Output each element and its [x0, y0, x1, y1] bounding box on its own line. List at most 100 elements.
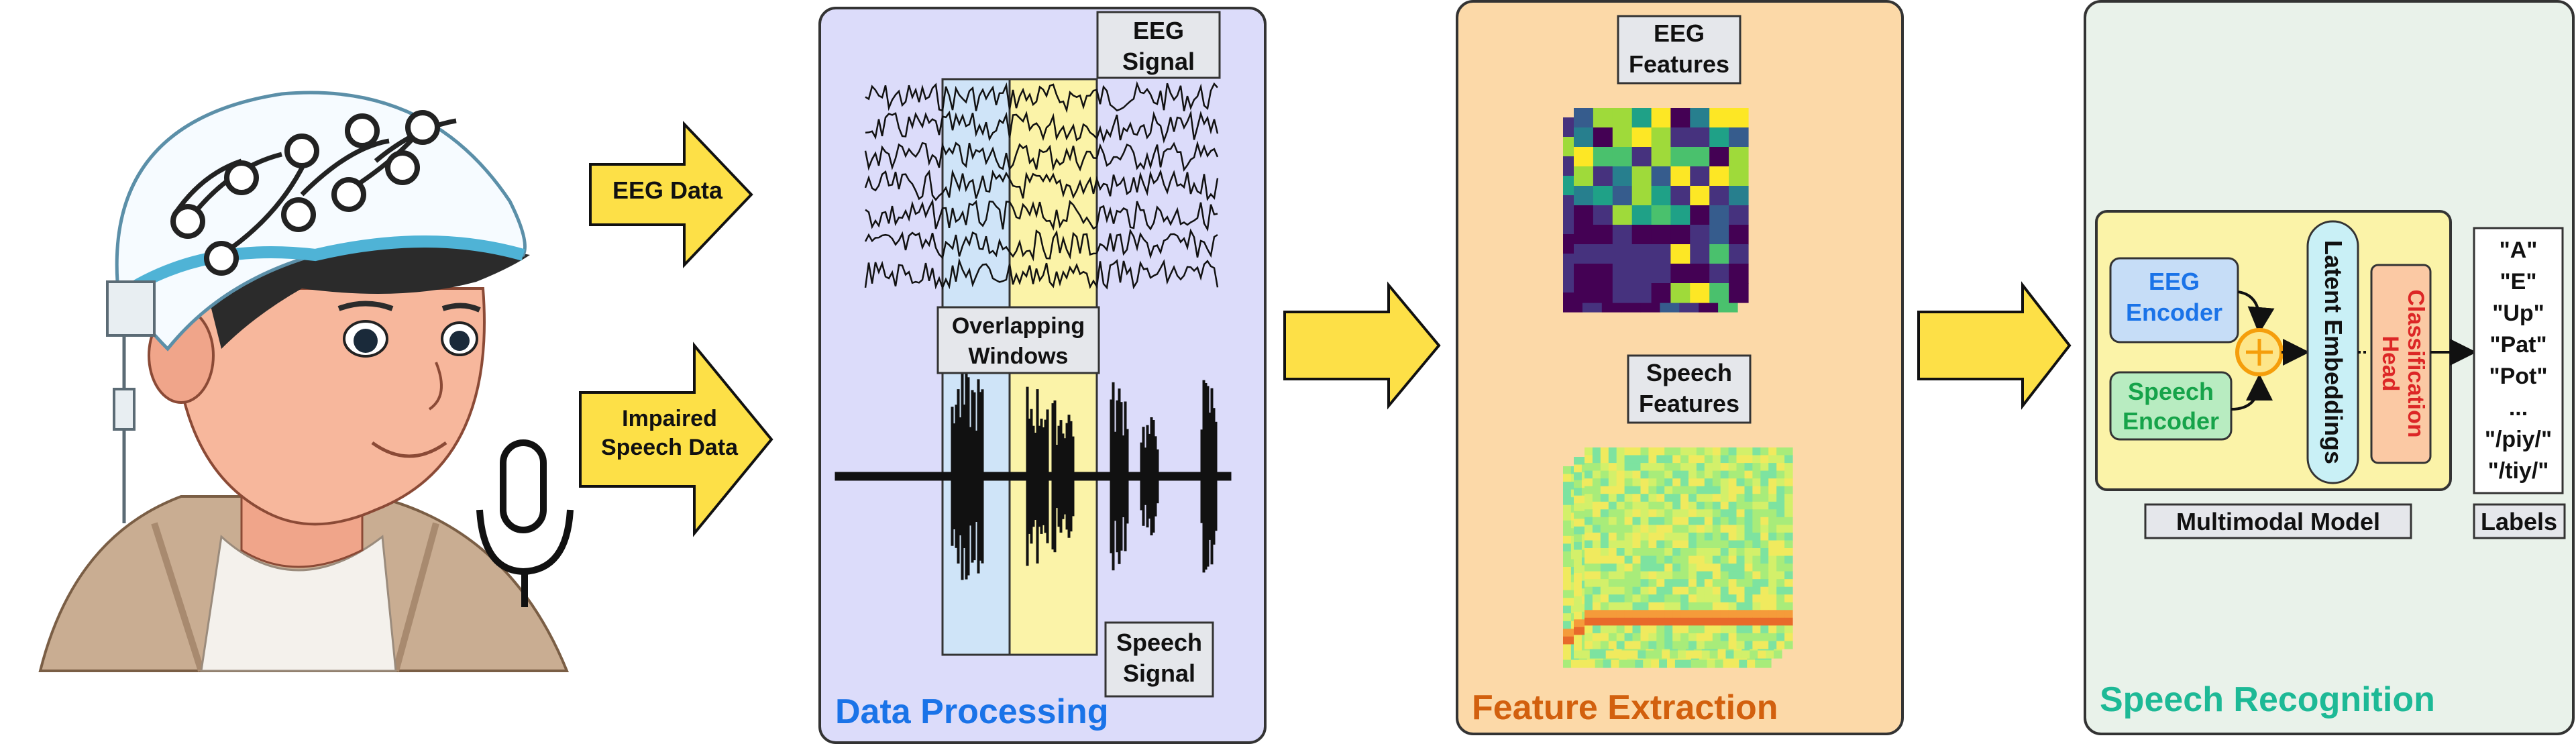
heatmap-cell: [1728, 625, 1737, 634]
heatmap-cell: [1728, 463, 1737, 472]
heatmap-cell: [1563, 559, 1572, 568]
heatmap-cell: [1707, 659, 1716, 668]
heatmap-cell: [1709, 108, 1729, 128]
heatmap-cell: [1627, 659, 1635, 668]
heatmap-cell: [1563, 621, 1572, 629]
heatmap-cell: [1768, 625, 1777, 634]
heatmap-cell: [1563, 535, 1572, 544]
heatmap-cell: [1600, 625, 1609, 634]
heatmap-cell: [1720, 478, 1729, 487]
heatmap-cell: [1656, 501, 1665, 510]
heatmap-cell: [1640, 625, 1649, 634]
heatmap-cell: [1728, 579, 1737, 588]
label-item: "/piy/": [2485, 427, 2552, 452]
heatmap-cell: [1624, 633, 1633, 641]
heatmap-cell: [1640, 525, 1649, 533]
heatmap-cell: [1592, 555, 1601, 564]
heatmap-cell: [1690, 659, 1700, 668]
heatmap-cell: [1648, 494, 1657, 502]
heatmap-cell: [1768, 455, 1777, 464]
heatmap-cell: [1664, 586, 1673, 595]
heatmap-cell: [1574, 635, 1582, 643]
label-item: "E": [2500, 269, 2537, 295]
heatmap-cell: [1563, 504, 1572, 513]
heatmap-cell: [1688, 525, 1697, 533]
heatmap-cell: [1704, 509, 1713, 518]
heatmap-cell: [1688, 555, 1697, 564]
heatmap-cell: [1600, 463, 1609, 472]
heatmap-cell: [1589, 650, 1599, 659]
heatmap-cell: [1672, 586, 1681, 595]
heatmap-cell: [1696, 571, 1705, 580]
heatmap-cell: [1664, 617, 1673, 626]
heatmap-cell: [1605, 650, 1615, 659]
heatmap-cell: [1670, 166, 1690, 186]
heatmap-cell: [1574, 519, 1582, 527]
heatmap-cell: [1574, 495, 1582, 504]
heatmap-cell: [1690, 225, 1710, 245]
heatmap-cell: [1592, 579, 1601, 588]
heatmap-cell: [1709, 225, 1729, 245]
heatmap-cell: [1704, 517, 1713, 525]
heatmap-cell: [1744, 594, 1753, 603]
heatmap-cell: [1624, 641, 1633, 649]
heatmap-cell: [1712, 540, 1721, 549]
heatmap-cell: [1664, 540, 1673, 549]
heatmap-cell: [1720, 555, 1729, 564]
heatmap-cell: [1574, 588, 1582, 597]
heatmap-cell: [1608, 610, 1617, 619]
heatmap-cell: [1624, 586, 1633, 595]
heatmap-cell: [1720, 532, 1729, 541]
heatmap-cell: [1784, 509, 1793, 518]
heatmap-cell: [1670, 650, 1678, 659]
heatmap-cell: [1736, 548, 1745, 557]
heatmap-cell: [1704, 501, 1713, 510]
heatmap-cell: [1680, 447, 1689, 456]
heatmap-cell: [1752, 610, 1761, 619]
heatmap-cell: [1640, 486, 1649, 494]
heatmap-cell: [1701, 650, 1711, 659]
heatmap-cell: [1624, 602, 1633, 610]
heatmap-cell: [1728, 602, 1737, 610]
heatmap-cell: [1728, 447, 1737, 456]
heatmap-cell: [1752, 540, 1761, 549]
heatmap-cell: [1752, 625, 1761, 634]
heatmap-cell: [1672, 594, 1681, 603]
heatmap-cell: [1624, 478, 1633, 487]
heatmap-cell: [1651, 127, 1672, 148]
heatmap-cell: [1712, 564, 1721, 572]
speech-recognition-panel: EEG Encoder Speech Encoder Latent Embedd…: [2084, 0, 2575, 735]
heatmap-cell: [1592, 594, 1601, 603]
heatmap-cell: [1574, 580, 1582, 589]
heatmap-cell: [1624, 486, 1633, 494]
heatmap-cell: [1704, 579, 1713, 588]
heatmap-cell: [1563, 567, 1572, 576]
heatmap-cell: [1776, 494, 1785, 502]
heatmap-cell: [1712, 610, 1721, 619]
heatmap-cell: [1670, 225, 1690, 245]
heatmap-cell: [1709, 166, 1729, 186]
heatmap-cell: [1621, 650, 1630, 659]
feature-extraction-title: Feature Extraction: [1472, 688, 1778, 727]
heatmap-cell: [1563, 598, 1572, 606]
heatmap-cell: [1616, 494, 1625, 502]
heatmap-cell: [1656, 447, 1665, 456]
heatmap-cell: [1760, 548, 1769, 557]
heatmap-cell: [1631, 166, 1652, 186]
heatmap-cell: [1563, 551, 1572, 560]
heatmap-cell: [1688, 501, 1697, 510]
heatmap-cell: [1709, 186, 1729, 206]
heatmap-cell: [1760, 610, 1769, 619]
heatmap-cell: [1752, 494, 1761, 502]
heatmap-cell: [1664, 501, 1673, 510]
heatmap-cell: [1592, 602, 1601, 610]
heatmap-cell: [1640, 594, 1649, 603]
heatmap-cell: [1632, 525, 1641, 533]
heatmap-cell: [1640, 447, 1649, 456]
heatmap-cell: [1776, 602, 1785, 610]
heatmap-cell: [1752, 525, 1761, 533]
heatmap-cell: [1612, 264, 1633, 284]
heatmap-cell: [1736, 579, 1745, 588]
heatmap-cell: [1784, 532, 1793, 541]
heatmap-cell: [1664, 633, 1673, 641]
